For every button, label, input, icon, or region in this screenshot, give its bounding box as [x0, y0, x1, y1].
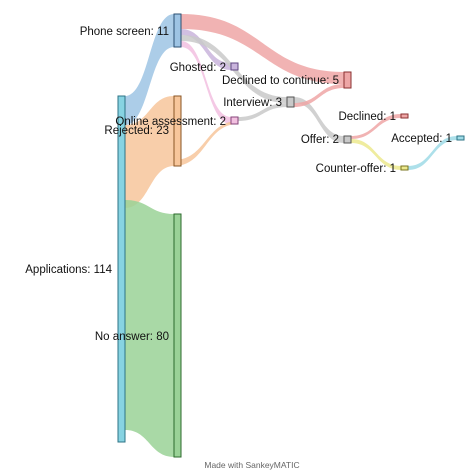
node-online-assessment	[230, 116, 239, 125]
node-label-phone-screen: Phone screen: 11	[80, 26, 169, 38]
flow-phone_screen-to-declined_to_continue	[181, 14, 344, 84]
flow-counter_offer-to-accepted	[408, 136, 457, 170]
flow-applications-to-phone_screen	[125, 14, 174, 125]
flow-layer	[125, 14, 457, 457]
node-label-rejected: Rejected: 23	[104, 125, 169, 137]
node-label-no-answer: No answer: 80	[95, 331, 169, 343]
flow-online_assessment-to-rejected	[174, 121, 238, 166]
node-label-accepted: Accepted: 1	[391, 133, 452, 145]
node-phone-screen	[173, 13, 182, 48]
footer-credit: Made with SankeyMATIC	[204, 460, 299, 470]
node-label-declined-to-continue: Declined to continue: 5	[222, 75, 339, 87]
flow-interview-to-declined_to_continue	[294, 84, 344, 107]
flow-applications-to-no_answer	[125, 200, 174, 457]
node-label-interview: Interview: 3	[223, 97, 282, 109]
flow-phone_screen-to-online_assessment	[181, 41, 231, 124]
node-offer	[343, 135, 352, 144]
node-no-answer	[173, 213, 182, 458]
flow-phone_screen-to-ghosted	[181, 29, 231, 70]
node-ghosted	[230, 62, 239, 71]
flow-offer-to-counter_offer	[351, 139, 401, 170]
node-interview	[286, 96, 295, 108]
node-counter-offer	[400, 165, 409, 171]
node-label-online-assessment: Online assessment: 2	[115, 116, 226, 128]
flow-applications-to-rejected	[125, 96, 174, 208]
node-declined-to-continue	[343, 71, 352, 89]
node-rejected	[173, 95, 182, 167]
node-label-declined: Declined: 1	[338, 111, 396, 123]
flow-online_assessment-to-interview	[238, 103, 287, 121]
node-label-counter-offer: Counter-offer: 1	[316, 163, 396, 175]
node-label-ghosted: Ghosted: 2	[170, 62, 226, 74]
flow-interview-to-offer	[294, 97, 344, 143]
label-layer: Applications: 114 Phone screen: 11 Rejecte…	[25, 26, 452, 343]
node-label-applications: Applications: 114	[25, 264, 112, 276]
flow-offer-to-declined	[351, 114, 401, 139]
node-accepted	[456, 135, 465, 141]
node-layer	[117, 13, 465, 458]
node-applications	[117, 95, 126, 443]
node-label-offer: Offer: 2	[301, 134, 339, 146]
node-declined	[400, 113, 409, 119]
